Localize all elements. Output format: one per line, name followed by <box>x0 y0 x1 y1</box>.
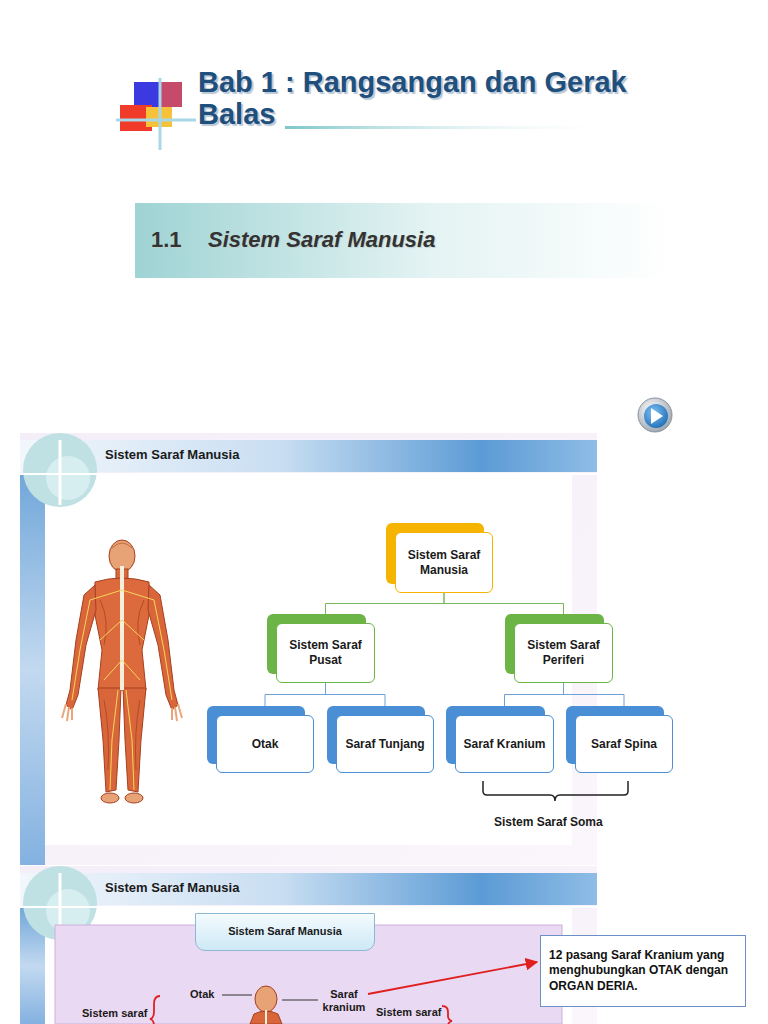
slide-header: Sistem Saraf Manusia <box>105 881 239 894</box>
decoration-part <box>23 433 97 507</box>
callout-arrow <box>368 962 537 994</box>
slide2-figure <box>222 986 318 1024</box>
tree-connector <box>564 683 625 715</box>
human-figure <box>62 540 182 803</box>
decoration-part <box>651 408 663 424</box>
play-button <box>638 398 672 432</box>
decoration-part <box>250 1011 282 1024</box>
tree-box: Sistem Saraf Pusat <box>276 623 375 683</box>
decoration-part <box>20 906 597 908</box>
decoration-part <box>638 398 672 432</box>
title-logo <box>116 78 196 150</box>
slide-title: Bab 1 : Rangsangan dan Gerak Balas <box>198 66 698 131</box>
red-bracket <box>442 1006 452 1024</box>
decoration-part <box>72 590 172 790</box>
node-text: Sistem Saraf Manusia <box>400 548 488 578</box>
tree-connector <box>505 683 564 715</box>
decoration-part <box>125 793 143 803</box>
node-text: Otak <box>252 737 279 752</box>
decoration-part <box>222 995 252 996</box>
slide-frame <box>20 433 597 865</box>
slide-panel: Sistem Saraf ManusiaSistem Saraf Manusia <box>20 866 597 1024</box>
title-tab: Sistem Saraf Manusia <box>195 913 375 951</box>
decoration-part <box>255 986 277 1012</box>
decoration-part <box>98 688 121 792</box>
decoration-part <box>45 475 572 845</box>
tree-connector <box>444 593 564 623</box>
tree-box: Saraf Spina <box>575 715 673 773</box>
decoration-part <box>20 473 597 475</box>
part-label: Otak <box>190 988 214 1001</box>
soma-bracket <box>483 781 628 801</box>
decoration-part <box>59 440 62 505</box>
slide-header: Sistem Saraf Manusia <box>105 448 239 461</box>
tree-connector <box>326 593 445 623</box>
node-text: Sistem Saraf Manusia <box>208 229 435 251</box>
node-text: Sistem Saraf Manusia <box>228 925 342 938</box>
slide-frame <box>20 866 597 1024</box>
node-text: 12 pasang Saraf Kranium yang menghubungk… <box>549 948 737 995</box>
callout-box: 12 pasang Saraf Kranium yang menghubungk… <box>540 935 746 1007</box>
node-text: 1.1 <box>151 229 182 251</box>
tree-box: Sistem Saraf Manusia <box>395 532 493 593</box>
decoration-part <box>101 793 119 803</box>
decoration-part <box>160 82 182 107</box>
decoration-part <box>483 781 628 801</box>
group-label: Sistem Saraf Soma <box>494 815 603 829</box>
tree-box: Saraf Kranium <box>455 715 554 773</box>
section-band: 1.1 Sistem Saraf Manusia <box>135 203 672 278</box>
decoration-part <box>172 704 182 721</box>
decoration-part <box>134 82 160 107</box>
decoration-part <box>120 566 124 690</box>
decoration-part <box>112 543 132 548</box>
decoration-part <box>159 78 162 150</box>
decoration-part <box>20 475 45 865</box>
decoration-part <box>45 908 572 1024</box>
decoration-part <box>20 433 597 865</box>
decoration-part <box>282 1000 318 1001</box>
node-text: Saraf Spina <box>591 737 657 752</box>
decoration-part <box>265 1010 267 1024</box>
group-label: Sistem saraf <box>376 1006 441 1019</box>
tree-connector <box>265 683 326 715</box>
node-text: Sistem Saraf Pusat <box>281 638 370 668</box>
tree-connector <box>326 683 386 715</box>
decoration-part <box>62 704 72 721</box>
decoration-part <box>116 119 196 122</box>
node-text: Saraf Kranium <box>463 737 545 752</box>
decoration-part <box>644 404 668 428</box>
decoration-part <box>20 873 597 905</box>
tree-box: Otak <box>216 715 314 773</box>
decoration-part <box>20 440 597 472</box>
tree-box: Saraf Tunjang <box>336 715 434 773</box>
decoration-part <box>20 866 597 1024</box>
red-bracket <box>150 996 160 1024</box>
decoration-part <box>46 456 90 500</box>
slide-panel: Sistem Saraf ManusiaSistem Saraf Manusia… <box>20 433 597 865</box>
decoration-part <box>123 688 146 792</box>
tree-box: Sistem Saraf Periferi <box>514 623 613 683</box>
title-underline <box>285 126 625 129</box>
node-text: Saraf Tunjang <box>345 737 424 752</box>
section-band <box>135 203 672 278</box>
group-label: Sistem saraf <box>82 1007 147 1020</box>
part-label: Saraf kranium <box>320 988 368 1014</box>
node-text: Sistem Saraf Periferi <box>519 638 608 668</box>
